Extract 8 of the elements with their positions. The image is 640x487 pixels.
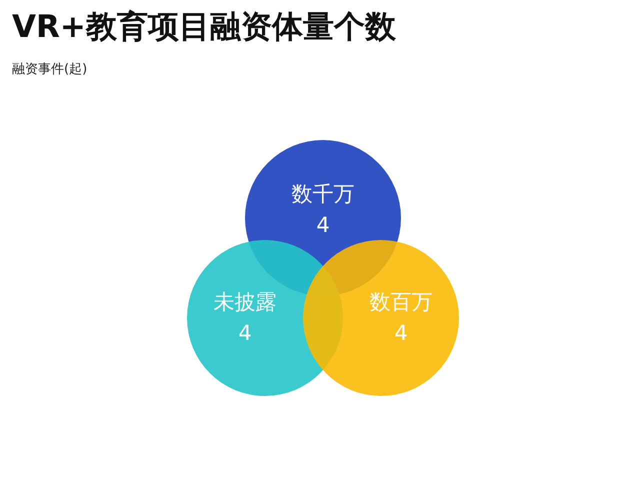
chart-title: VR+教育项目融资体量个数 — [12, 8, 396, 47]
subtitle: 融资事件(起) — [12, 61, 88, 78]
count-label: 4 — [394, 320, 408, 347]
category-label: 数百万 — [370, 288, 432, 316]
count-label: 4 — [238, 320, 252, 347]
count-label: 4 — [316, 212, 330, 239]
category-label: 未披露 — [214, 288, 276, 316]
category-label: 数千万 — [292, 180, 354, 208]
